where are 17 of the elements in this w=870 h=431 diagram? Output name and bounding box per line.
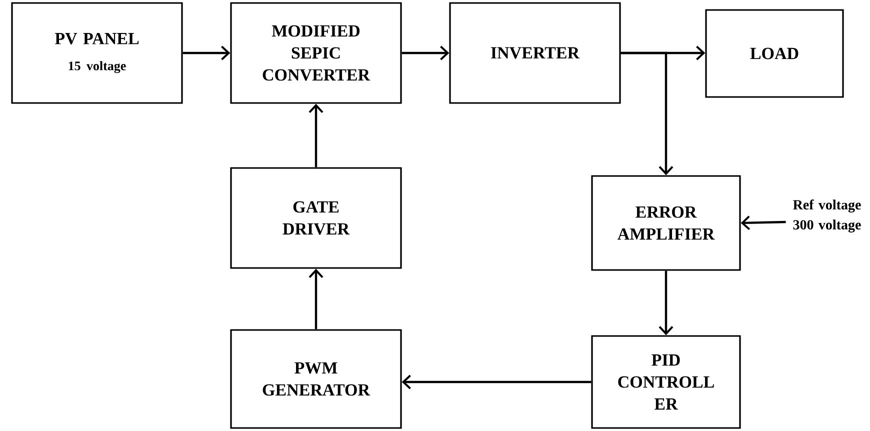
arrow (182, 46, 230, 60)
process-box: INVERTER (449, 2, 621, 104)
process-box: GATE DRIVER (230, 167, 402, 269)
process-box: PWM GENERATOR (230, 329, 402, 429)
arrow (658, 270, 674, 336)
arrow (402, 374, 592, 390)
arrow (308, 104, 324, 168)
process-box: MODIFIED SEPIC CONVERTER (230, 2, 402, 104)
process-box: PID CONTROLL ER (591, 335, 741, 429)
process-box: LOAD (705, 9, 844, 98)
arrow (308, 268, 324, 330)
process-box: ERROR AMPLIFIER (591, 175, 741, 271)
arrow (620, 52, 674, 176)
process-box: PV PANEL 15 voltage (11, 2, 183, 104)
input-label: Ref voltage 300 voltage (793, 200, 861, 232)
arrow (402, 46, 450, 60)
arrow (740, 216, 786, 230)
